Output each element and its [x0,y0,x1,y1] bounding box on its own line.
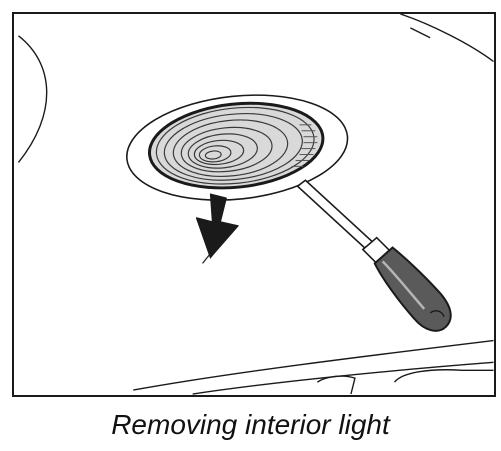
illustration-frame [12,12,496,397]
headliner-contours [17,14,494,395]
interior-light-removal-illustration [17,14,494,395]
interior-light-icon [147,101,325,190]
arrow-down-icon [195,193,239,264]
figure-caption: Removing interior light [111,409,390,440]
screwdriver-icon [296,179,452,332]
